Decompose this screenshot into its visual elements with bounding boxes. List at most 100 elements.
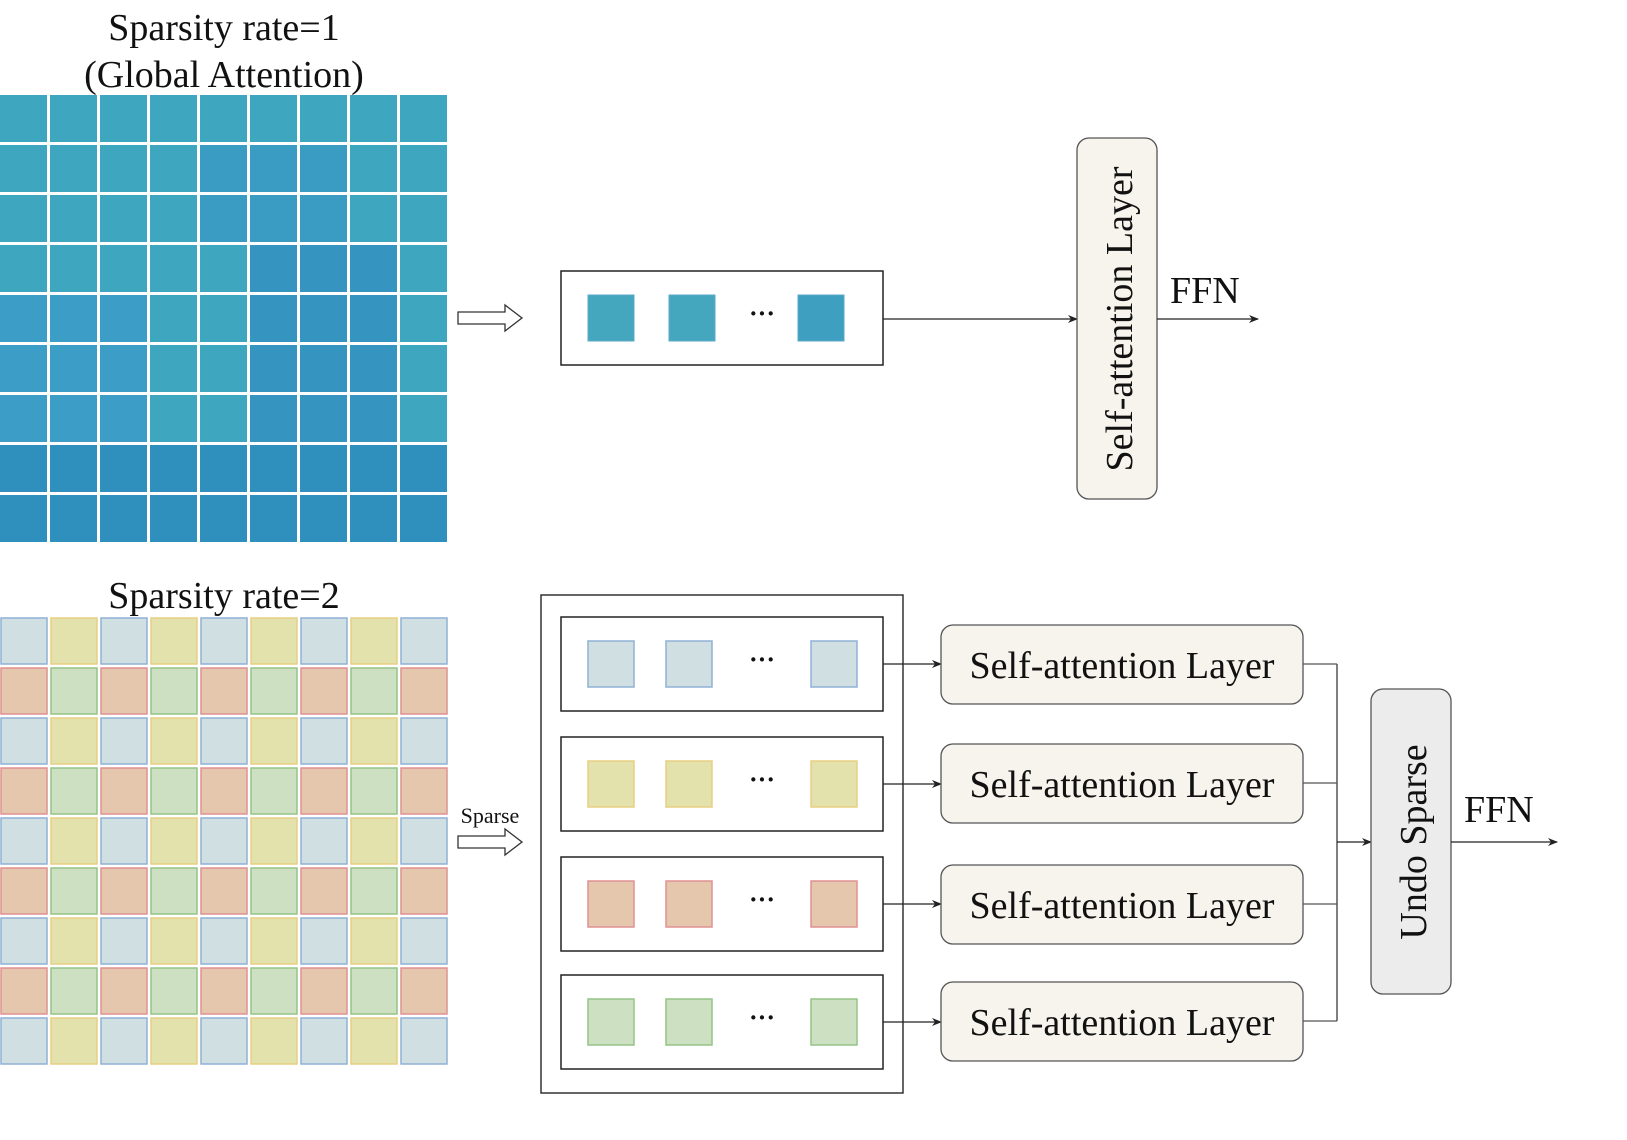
global-patch-cell (400, 345, 447, 392)
global-patch-cell (200, 395, 247, 442)
global-patch-cell (400, 395, 447, 442)
sparse-patch-cell-blue (400, 1017, 448, 1065)
top-title-line1: Sparsity rate=1 (108, 7, 339, 49)
global-token-1 (587, 294, 635, 342)
sparse-patch-cell-red (400, 667, 448, 715)
global-patch-cell (400, 245, 447, 292)
global-patch-cell (350, 395, 397, 442)
sparse-patch-cell-yellow (150, 617, 198, 665)
global-patch-cell (400, 195, 447, 242)
sparse-patch-cell-green (50, 967, 98, 1015)
global-patch-cell (300, 445, 347, 492)
global-patch-cell (50, 495, 97, 542)
global-patch-cell (150, 195, 197, 242)
global-patch-cell (250, 195, 297, 242)
global-patch-cell (0, 295, 47, 342)
sparse-patch-cell-blue (100, 617, 148, 665)
undo-sparse-label: Undo Sparse (1393, 744, 1435, 939)
global-patch-cell (150, 495, 197, 542)
global-patch-cell (400, 95, 447, 142)
global-patch-cell (250, 145, 297, 192)
group-token-yellow (665, 760, 713, 808)
sparse-patch-cell-blue (0, 617, 48, 665)
global-patch-cell (300, 345, 347, 392)
self-attention-label: Self-attention Layer (970, 885, 1275, 927)
global-patch-cell (250, 95, 297, 142)
group-token-ellipsis: ··· (749, 645, 775, 674)
sparse-patch-cell-red (200, 667, 248, 715)
global-token-ellipsis: ··· (749, 299, 775, 328)
global-patch-cell (150, 345, 197, 392)
sparse-patch-cell-green (250, 767, 298, 815)
global-patch-cell (400, 495, 447, 542)
sparse-patch-cell-red (100, 967, 148, 1015)
global-patch-cell (50, 395, 97, 442)
sparse-patch-cell-blue (400, 717, 448, 765)
global-patch-cell (0, 395, 47, 442)
group-token-blue (810, 640, 858, 688)
global-patch-cell (50, 195, 97, 242)
global-patch-cell (300, 95, 347, 142)
global-patch-cell (300, 195, 347, 242)
global-patch-cell (350, 245, 397, 292)
global-patch-cell (100, 195, 147, 242)
global-patch-cell (50, 445, 97, 492)
group-token-green (665, 998, 713, 1046)
sparse-patch-cell-yellow (350, 917, 398, 965)
global-patch-cell (0, 445, 47, 492)
self-attention-label: Self-attention Layer (970, 1002, 1275, 1044)
sparse-patch-cell-yellow (50, 1017, 98, 1065)
sparse-patch-cell-red (300, 867, 348, 915)
global-patch-cell (150, 95, 197, 142)
sparse-patch-cell-blue (100, 717, 148, 765)
sparse-patch-cell-yellow (350, 717, 398, 765)
global-patch-cell (0, 245, 47, 292)
global-patch-cell (50, 95, 97, 142)
sparse-patch-cell-red (200, 867, 248, 915)
global-patch-cell (300, 495, 347, 542)
sparse-patch-cell-red (400, 767, 448, 815)
global-patch-cell (0, 495, 47, 542)
group-token-ellipsis: ··· (749, 765, 775, 794)
sparse-hollow-arrow-icon (457, 827, 524, 857)
sparse-patch-cell-red (400, 867, 448, 915)
global-patch-cell (50, 295, 97, 342)
global-patch-cell (0, 95, 47, 142)
sparse-patch-cell-green (350, 867, 398, 915)
global-patch-cell (350, 345, 397, 392)
sparse-patch-cell-blue (0, 917, 48, 965)
global-self-attention-label: Self-attention Layer (1099, 166, 1141, 471)
global-patch-cell (300, 145, 347, 192)
group-token-blue (587, 640, 635, 688)
sparse-patch-cell-blue (300, 717, 348, 765)
hollow-arrow-icon (457, 303, 524, 333)
global-patch-cell (100, 345, 147, 392)
sparse-patch-cell-yellow (250, 917, 298, 965)
sparse-patch-cell-yellow (350, 817, 398, 865)
group-token-blue (665, 640, 713, 688)
sparse-patch-cell-blue (200, 1017, 248, 1065)
global-patch-cell (250, 445, 297, 492)
sparse-patch-cell-green (350, 767, 398, 815)
global-patch-cell (0, 345, 47, 392)
global-patch-cell (100, 95, 147, 142)
global-patch-cell (150, 245, 197, 292)
bottom-ffn-label: FFN (1464, 789, 1534, 831)
top-ffn-label: FFN (1170, 270, 1240, 312)
sparse-patch-cell-red (300, 667, 348, 715)
global-patch-cell (200, 95, 247, 142)
top-title-line2: (Global Attention) (84, 54, 364, 96)
global-patch-cell (350, 195, 397, 242)
sparse-patch-cell-yellow (150, 1017, 198, 1065)
sparse-patch-cell-yellow (250, 617, 298, 665)
sparse-patch-cell-blue (400, 917, 448, 965)
global-patch-cell (100, 495, 147, 542)
sparse-patch-cell-blue (300, 917, 348, 965)
sparse-label: Sparse (461, 803, 520, 828)
group-token-green (810, 998, 858, 1046)
sparse-patch-cell-yellow (250, 817, 298, 865)
global-patch-cell (150, 445, 197, 492)
sparse-patch-cell-yellow (250, 1017, 298, 1065)
sparse-patch-cell-blue (0, 717, 48, 765)
global-patch-cell (250, 395, 297, 442)
